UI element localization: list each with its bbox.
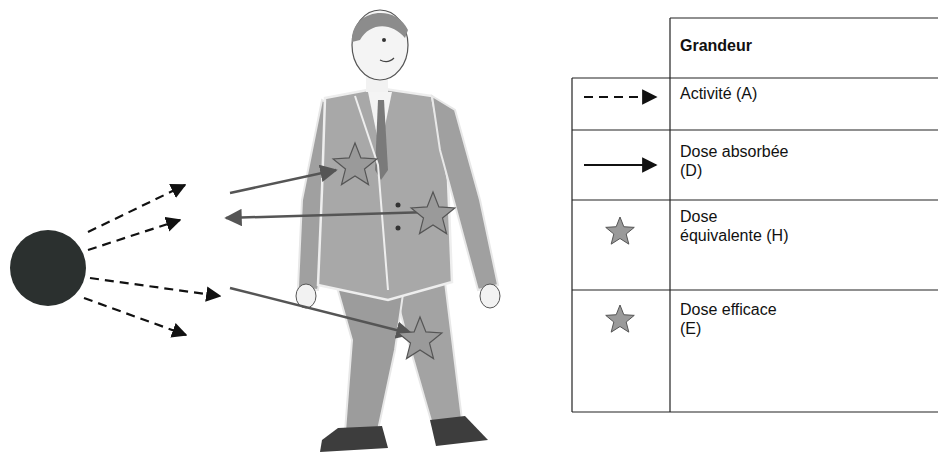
- dose-arrow: [230, 170, 336, 193]
- star-symbol: [606, 217, 635, 244]
- legend-sample: [584, 97, 656, 98]
- legend-text: Activité (A): [680, 84, 802, 103]
- hair: [352, 13, 408, 42]
- legend-table: [572, 18, 938, 412]
- table-rule: [669, 18, 670, 412]
- hand: [480, 284, 500, 308]
- table-rule: [670, 17, 938, 18]
- radiation-source: [10, 230, 86, 306]
- dashed-arrow-symbol: [584, 96, 656, 98]
- radiation-rays: [84, 185, 220, 335]
- legend-text: Dose absorbée (D): [680, 142, 802, 180]
- solid-arrow-symbol: [584, 164, 656, 166]
- absorbed-dose-arrows: [226, 170, 430, 334]
- table-rule: [572, 289, 938, 290]
- man-figure: [296, 10, 500, 452]
- legend-sample: [606, 305, 635, 332]
- legend-sample: [606, 217, 635, 244]
- ray: [88, 220, 180, 250]
- legend-samples: [584, 97, 656, 332]
- dose-arrow: [230, 288, 412, 334]
- button: [396, 203, 401, 208]
- table-rule: [572, 129, 938, 130]
- dose-arrow: [226, 212, 430, 218]
- button: [396, 226, 401, 231]
- table-rule: [572, 199, 938, 200]
- dose-star: [333, 143, 377, 185]
- mouth: [380, 58, 394, 62]
- star-symbol: [606, 305, 635, 332]
- legend-sample: [584, 165, 656, 166]
- table-rule: [572, 77, 938, 78]
- lapel: [355, 96, 388, 290]
- shoe: [430, 416, 488, 446]
- legend-text: Dose équivalente (H): [680, 207, 802, 245]
- table-header: Grandeur: [680, 36, 752, 55]
- dose-stars: [333, 143, 455, 359]
- trouser-leg: [335, 280, 405, 432]
- table-rule: [571, 78, 572, 412]
- ray: [88, 185, 185, 232]
- dose-star: [411, 192, 455, 234]
- ray: [84, 298, 186, 335]
- dose-star: [398, 317, 442, 359]
- shoe: [320, 426, 388, 452]
- sleeve: [432, 96, 498, 290]
- head: [352, 10, 408, 80]
- tie: [375, 100, 388, 180]
- legend-text: Dose efficace (E): [680, 300, 802, 338]
- table-rule: [572, 411, 938, 412]
- ray: [90, 278, 220, 296]
- eye: [382, 38, 386, 42]
